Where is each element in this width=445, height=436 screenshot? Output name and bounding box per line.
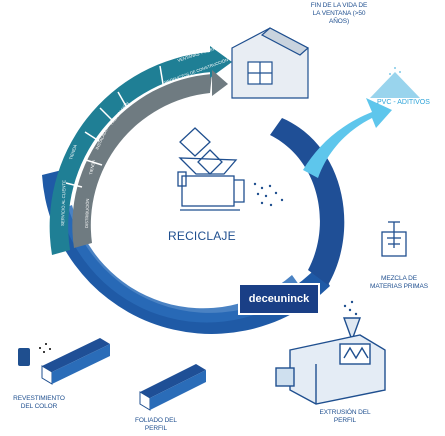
stage-label-end-of-life: FIN DE LA VIDA DE LA VENTANA (>50 AÑOS) (310, 2, 368, 25)
extruder-icon (275, 317, 386, 405)
grey-inner-arc (72, 74, 212, 248)
stage-label-extrusion: EXTRUSIÓN DEL PERFIL (319, 409, 371, 424)
coated-profile-icon (18, 338, 110, 385)
shred-particles (253, 182, 284, 207)
house-icon (231, 27, 310, 99)
foiled-profile-icon (139, 364, 206, 411)
stage-label-coating: REVESTIMIENTO DEL COLOR (13, 395, 65, 410)
segment-dividers (65, 65, 164, 188)
grinder-icon (177, 127, 245, 211)
stage-label-pvc-additives: PVC - ADITIVOS (377, 99, 430, 106)
ring-label-outer-2: TIENDA (68, 144, 78, 161)
ring-label-inner-3: TIENDA (88, 159, 96, 175)
mixer-icon (381, 221, 407, 257)
blue-cycle-arc (42, 170, 330, 334)
brand-logo: deceuninck (238, 283, 320, 315)
cyan-arrow (303, 98, 392, 178)
stage-label-mixing: MEZCLA DE MATERIAS PRIMAS (370, 275, 428, 290)
teal-outer-arc (49, 52, 212, 255)
center-title: RECICLAJE (168, 229, 236, 243)
grey-arrow-head (212, 70, 228, 96)
powder-pile-icon (370, 67, 420, 98)
blue-cycle-arc-inner (60, 205, 302, 323)
ring-label-outer-3: SERVICIO AL CLIENTE (60, 180, 67, 226)
stage-label-foiling: FOLIADO DEL PERFIL (135, 417, 177, 432)
extruder-particles (343, 300, 358, 316)
ring-label-inner-4: DISTRIBUCIÓN (84, 198, 90, 228)
teal-arrow-head (210, 46, 232, 78)
